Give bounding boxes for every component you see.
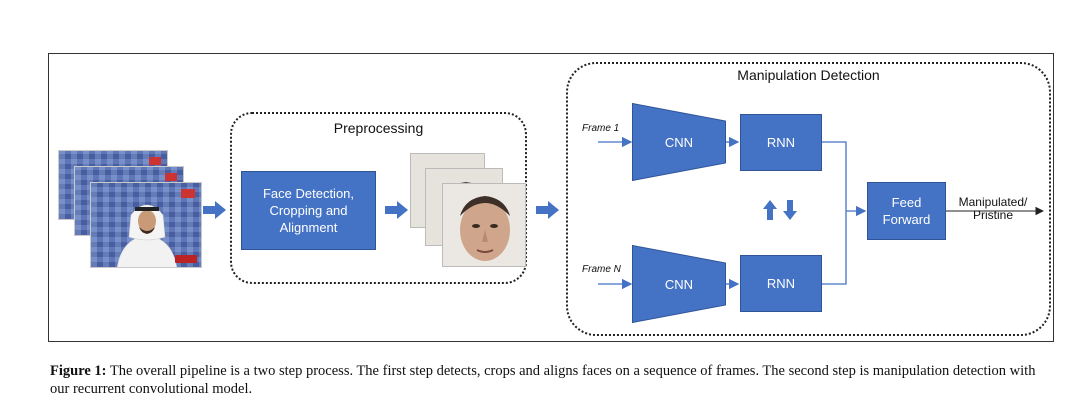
- feed-forward-box: Feed Forward: [867, 182, 946, 240]
- cnn-bottom-shape: [632, 245, 726, 323]
- manipulation-detection-group: [566, 62, 1051, 336]
- cnn-bottom-label: CNN: [664, 277, 694, 292]
- rnn-bottom-box: RNN: [740, 255, 822, 312]
- frame-n-label: Frame N: [582, 264, 621, 275]
- face-image: [443, 184, 525, 266]
- face-detection-box: Face Detection, Cropping and Alignment: [241, 171, 376, 250]
- video-frame-front: [90, 182, 202, 268]
- manipulation-detection-title: Manipulation Detection: [737, 67, 880, 83]
- caption-prefix: Figure 1:: [50, 363, 107, 379]
- feed-forward-label: Feed Forward: [882, 195, 931, 227]
- news-anchor-figure: [117, 204, 177, 267]
- channel-badge: [165, 173, 177, 181]
- face-detection-label: Face Detection, Cropping and Alignment: [262, 186, 355, 235]
- rnn-top-box: RNN: [740, 114, 822, 171]
- input-video-frames: [58, 150, 208, 270]
- face-crop-front: [442, 183, 526, 267]
- frame-1-label: Frame 1: [582, 123, 620, 134]
- cnn-top-shape: [632, 103, 726, 181]
- cropped-face-stack: [410, 153, 526, 268]
- up-down-arrows-icon: [763, 200, 797, 220]
- preprocessing-group: [230, 112, 527, 284]
- rnn-bottom-label: RNN: [766, 276, 796, 291]
- rnn-top-to-merge-line: [822, 141, 847, 211]
- figure-frame: [48, 53, 1054, 342]
- caption-text: The overall pipeline is a two step proce…: [50, 363, 1036, 397]
- cnn-top-label: CNN: [664, 135, 694, 150]
- arrow-to-manipulation-detection: [536, 201, 559, 219]
- channel-badge: [149, 157, 161, 165]
- arrow-to-preprocessing: [203, 201, 226, 219]
- figure-caption: Figure 1: The overall pipeline is a two …: [50, 362, 1050, 398]
- channel-badge: [181, 189, 195, 198]
- rnn-bottom-to-merge-line: [822, 211, 847, 285]
- preprocessing-title: Preprocessing: [333, 120, 424, 136]
- output-label: Manipulated/ Pristine: [958, 195, 1028, 222]
- channel-logo: [175, 255, 197, 263]
- arrow-to-face-crops: [385, 201, 408, 219]
- rnn-top-label: RNN: [766, 135, 796, 150]
